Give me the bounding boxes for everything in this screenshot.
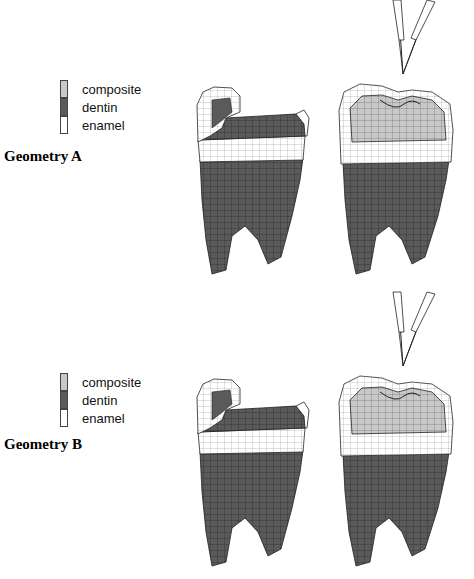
legend-entry: enamel [60,409,125,427]
legend-label: composite [82,375,141,390]
legend-label: dentin [82,100,117,115]
legend-swatch [60,409,68,427]
legend-swatch [60,116,68,134]
legend-label: enamel [82,118,125,133]
legend-label: composite [82,82,141,97]
geometry-label: Geometry A [4,148,82,165]
restored-tooth [339,292,453,566]
legend-label: enamel [82,411,125,426]
prepared-tooth [197,87,309,274]
prepared-tooth [197,379,309,566]
restored-tooth [339,0,453,274]
legend-entry: dentin [60,391,117,409]
legend-label: dentin [82,393,117,408]
geometry-label: Geometry B [4,436,82,453]
legend-swatch [60,80,68,98]
legend-entry: composite [60,373,141,391]
legend-swatch [60,98,68,116]
legend-entry: composite [60,80,141,98]
legend-entry: enamel [60,116,125,134]
legend-swatch [60,391,68,409]
legend-swatch [60,373,68,391]
legend-entry: dentin [60,98,117,116]
